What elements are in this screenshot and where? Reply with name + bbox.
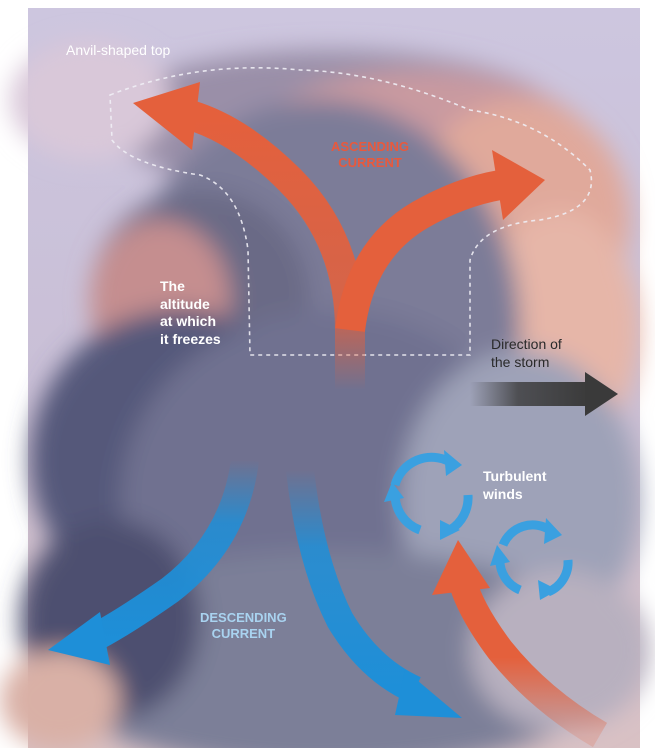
ascending-line-2: CURRENT xyxy=(338,155,402,171)
rising-inflow-arrow xyxy=(432,540,608,748)
descending-line-2: CURRENT xyxy=(211,626,276,642)
descending-current-arrow xyxy=(48,458,462,718)
turbulent-winds-icon xyxy=(384,450,573,600)
freeze-line-3: at which xyxy=(160,313,217,329)
descending-line-1: DESCENDING xyxy=(200,610,287,625)
freeze-line-1: The xyxy=(160,278,185,294)
descending-current-label: DESCENDING CURRENT xyxy=(200,610,287,643)
anvil-top-text: Anvil-shaped top xyxy=(66,42,171,58)
direction-line-1: Direction of xyxy=(491,336,562,352)
freeze-altitude-label: The altitude at which it freezes xyxy=(160,278,221,348)
ascending-current-label: ASCENDING CURRENT xyxy=(331,139,409,172)
storm-direction-label: Direction of the storm xyxy=(491,336,562,371)
anvil-top-label: Anvil-shaped top xyxy=(66,42,170,60)
freeze-line-4: it freezes xyxy=(160,330,221,347)
ascending-current-arrow xyxy=(133,82,545,390)
freeze-line-2: altitude xyxy=(160,295,210,312)
turbulent-winds-label: Turbulent winds xyxy=(483,468,547,503)
storm-direction-arrow xyxy=(470,372,618,416)
ascending-line-1: ASCENDING xyxy=(331,139,410,154)
turbulent-line-1: Turbulent xyxy=(483,468,547,484)
turbulent-line-2: winds xyxy=(483,485,523,502)
direction-line-2: the storm xyxy=(491,353,550,370)
anvil-outline xyxy=(109,66,593,356)
